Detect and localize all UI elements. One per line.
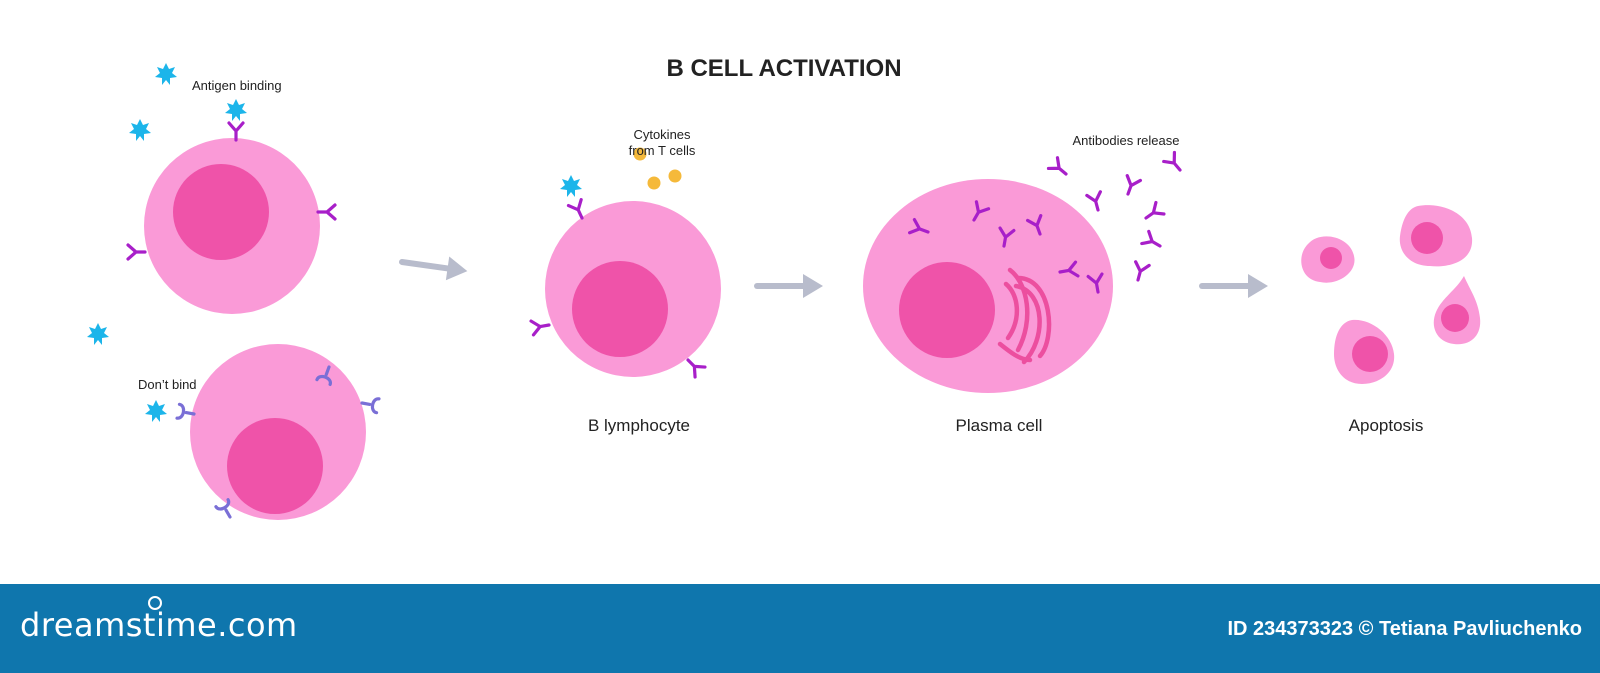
- bound-receptor: [227, 121, 245, 142]
- apoptotic-cell-nucleus: [1352, 336, 1388, 372]
- non-binding-b-cell: [175, 344, 381, 523]
- swirl-icon: [148, 596, 162, 610]
- antibodies-release-label: Antibodies release: [1073, 133, 1180, 148]
- cytokines-label-line2: from T cells: [629, 143, 696, 158]
- cytokine-dot: [668, 169, 682, 183]
- apoptotic-cell-nucleus: [1411, 222, 1443, 254]
- released-antibody-icon: [1140, 200, 1166, 226]
- b-lymphocyte-nucleus: [572, 261, 668, 357]
- cytokine-dot: [647, 176, 661, 190]
- apoptotic-cells: [1301, 205, 1481, 384]
- dont-bind-label: Don’t bind: [138, 377, 197, 392]
- bound-antigen-icon: [560, 175, 582, 197]
- released-antibody-icon: [1085, 190, 1107, 214]
- non-matching-antigen-icon: [145, 400, 167, 422]
- released-antibody-icon: [1119, 174, 1142, 198]
- plasma-cell-caption: Plasma cell: [956, 416, 1043, 435]
- plasma-cell: [863, 179, 1113, 393]
- apoptotic-cell-nucleus: [1441, 304, 1469, 332]
- free-antigen-icon: [129, 119, 151, 141]
- arrow-icon: [400, 250, 469, 283]
- apoptotic-cell-nucleus: [1320, 247, 1342, 269]
- plasma-cell-nucleus: [899, 262, 995, 358]
- non-binding-cell-nucleus: [227, 418, 323, 514]
- released-antibody-icon: [1162, 150, 1187, 177]
- receptor-right: [316, 203, 337, 221]
- arrow-icon: [1202, 274, 1268, 298]
- cytokine-dot: [633, 147, 647, 161]
- golgi-apparatus: [997, 267, 1052, 365]
- receptor-left: [126, 243, 147, 261]
- brand-logo[interactable]: dreamstime.com: [20, 606, 298, 644]
- b-lymphocyte: [529, 198, 721, 379]
- bound-antigen-icon: [225, 99, 247, 121]
- free-antigen-icon: [87, 323, 109, 345]
- diagram-title: B CELL ACTIVATION: [666, 55, 901, 82]
- released-antibody-icon: [1046, 156, 1073, 181]
- cytokines-label-line1: Cytokines: [633, 127, 691, 142]
- b-cell-activation-diagram: B CELL ACTIVATION Antigen binding Don’t …: [87, 55, 1481, 523]
- unbound-receptor-right: [359, 394, 381, 415]
- free-antigen-icon: [155, 63, 177, 85]
- footer-bar: dreamstime.com ID 234373323 © Tetiana Pa…: [0, 584, 1600, 673]
- arrow-icon: [757, 274, 823, 298]
- binding-cell-nucleus: [173, 164, 269, 260]
- b-lymphocyte-caption: B lymphocyte: [588, 416, 690, 435]
- apoptosis-caption: Apoptosis: [1349, 416, 1424, 435]
- receptor-left: [529, 316, 552, 337]
- released-antibody-icon: [1140, 229, 1166, 254]
- binding-b-cell: [126, 121, 337, 314]
- released-antibody-icon: [1129, 260, 1151, 284]
- antigen-binding-label: Antigen binding: [192, 78, 282, 93]
- image-credit: ID 234373323 © Tetiana Pavliuchenko: [1227, 618, 1582, 640]
